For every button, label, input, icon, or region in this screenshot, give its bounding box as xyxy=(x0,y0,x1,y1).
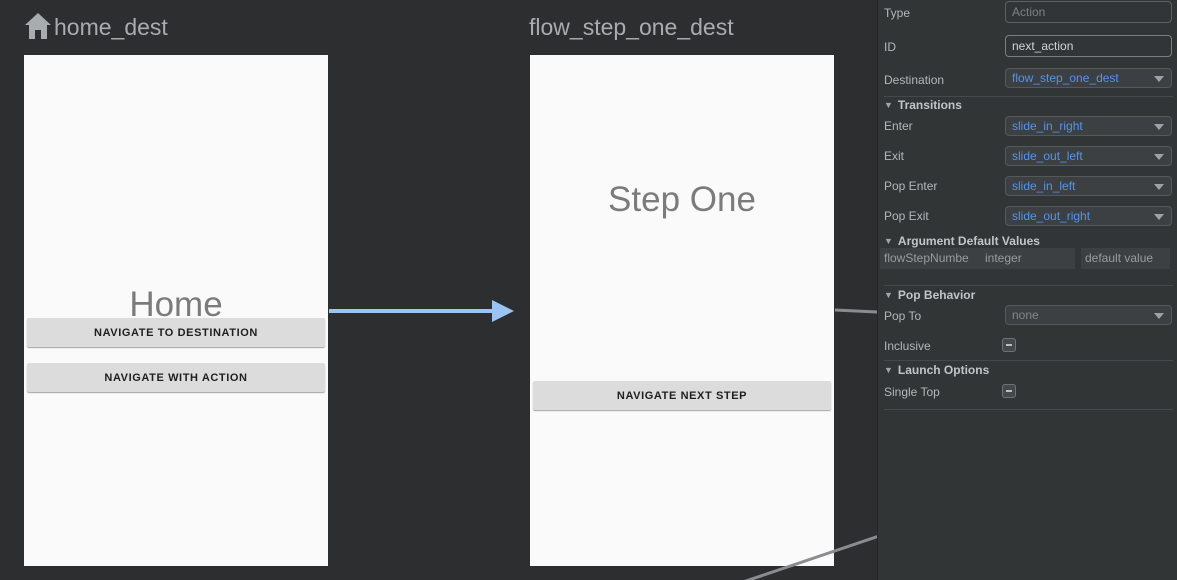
destination-label: Destination xyxy=(884,73,945,87)
navigate-to-destination-button: NAVIGATE TO DESTINATION xyxy=(27,318,325,347)
pop-enter-label: Pop Enter xyxy=(884,179,938,193)
screen-title-step-one: Step One xyxy=(608,180,756,219)
inclusive-label: Inclusive xyxy=(884,339,931,353)
destination-dropdown[interactable]: flow_step_one_dest xyxy=(1005,68,1172,88)
pop-exit-transition-dropdown[interactable]: slide_out_right xyxy=(1005,206,1172,226)
pop-to-label: Pop To xyxy=(884,309,922,323)
pop-to-dropdown[interactable]: none xyxy=(1005,305,1172,325)
navigate-next-step-button: NAVIGATE NEXT STEP xyxy=(533,381,831,410)
argument-default-value-cell[interactable]: default value xyxy=(1081,248,1170,269)
transitions-section-header[interactable]: ▼Transitions xyxy=(884,98,962,112)
pop-exit-label: Pop Exit xyxy=(884,209,929,223)
edge-step-one-outgoing xyxy=(834,308,877,314)
type-label: Type xyxy=(884,6,911,20)
id-input[interactable] xyxy=(1005,35,1172,57)
section-separator xyxy=(884,96,1173,97)
id-label: ID xyxy=(884,40,896,54)
collapse-triangle-icon: ▼ xyxy=(884,100,893,110)
navigation-graph-canvas[interactable]: home_dest flow_step_one_dest Home NAVIGA… xyxy=(0,0,877,580)
argument-name-cell[interactable]: flowStepNumbe xyxy=(880,248,981,269)
section-separator xyxy=(884,360,1173,361)
navigate-with-action-button: NAVIGATE WITH ACTION xyxy=(27,363,325,392)
inclusive-checkbox[interactable] xyxy=(1002,338,1016,352)
enter-transition-dropdown[interactable]: slide_in_right xyxy=(1005,116,1172,136)
collapse-triangle-icon: ▼ xyxy=(884,365,893,375)
enter-label: Enter xyxy=(884,119,913,133)
attributes-panel: Type ID Destination flow_step_one_dest ▼… xyxy=(877,0,1177,580)
single-top-checkbox[interactable] xyxy=(1002,384,1016,398)
section-separator xyxy=(884,409,1173,410)
collapse-triangle-icon: ▼ xyxy=(884,290,893,300)
action-edge-arrowhead xyxy=(492,300,514,322)
launch-options-section-header[interactable]: ▼Launch Options xyxy=(884,363,990,377)
section-separator xyxy=(884,285,1173,286)
single-top-label: Single Top xyxy=(884,385,940,399)
destination-preview-flow-step-one[interactable]: Step One NAVIGATE NEXT STEP xyxy=(530,55,834,566)
pop-behavior-section-header[interactable]: ▼Pop Behavior xyxy=(884,288,976,302)
exit-label: Exit xyxy=(884,149,905,163)
pop-enter-transition-dropdown[interactable]: slide_in_left xyxy=(1005,176,1172,196)
destination-title-flow-step-one[interactable]: flow_step_one_dest xyxy=(529,14,734,40)
exit-transition-dropdown[interactable]: slide_out_left xyxy=(1005,146,1172,166)
argument-type-cell[interactable]: integer xyxy=(981,248,1075,269)
collapse-triangle-icon: ▼ xyxy=(884,236,893,246)
screen-title-home: Home xyxy=(129,285,223,324)
destination-preview-home[interactable]: Home NAVIGATE TO DESTINATION NAVIGATE WI… xyxy=(24,55,328,566)
type-input[interactable] xyxy=(1005,1,1172,23)
destination-title-home[interactable]: home_dest xyxy=(54,14,168,40)
argument-defaults-section-header[interactable]: ▼Argument Default Values xyxy=(884,234,1040,248)
home-icon xyxy=(25,13,51,39)
